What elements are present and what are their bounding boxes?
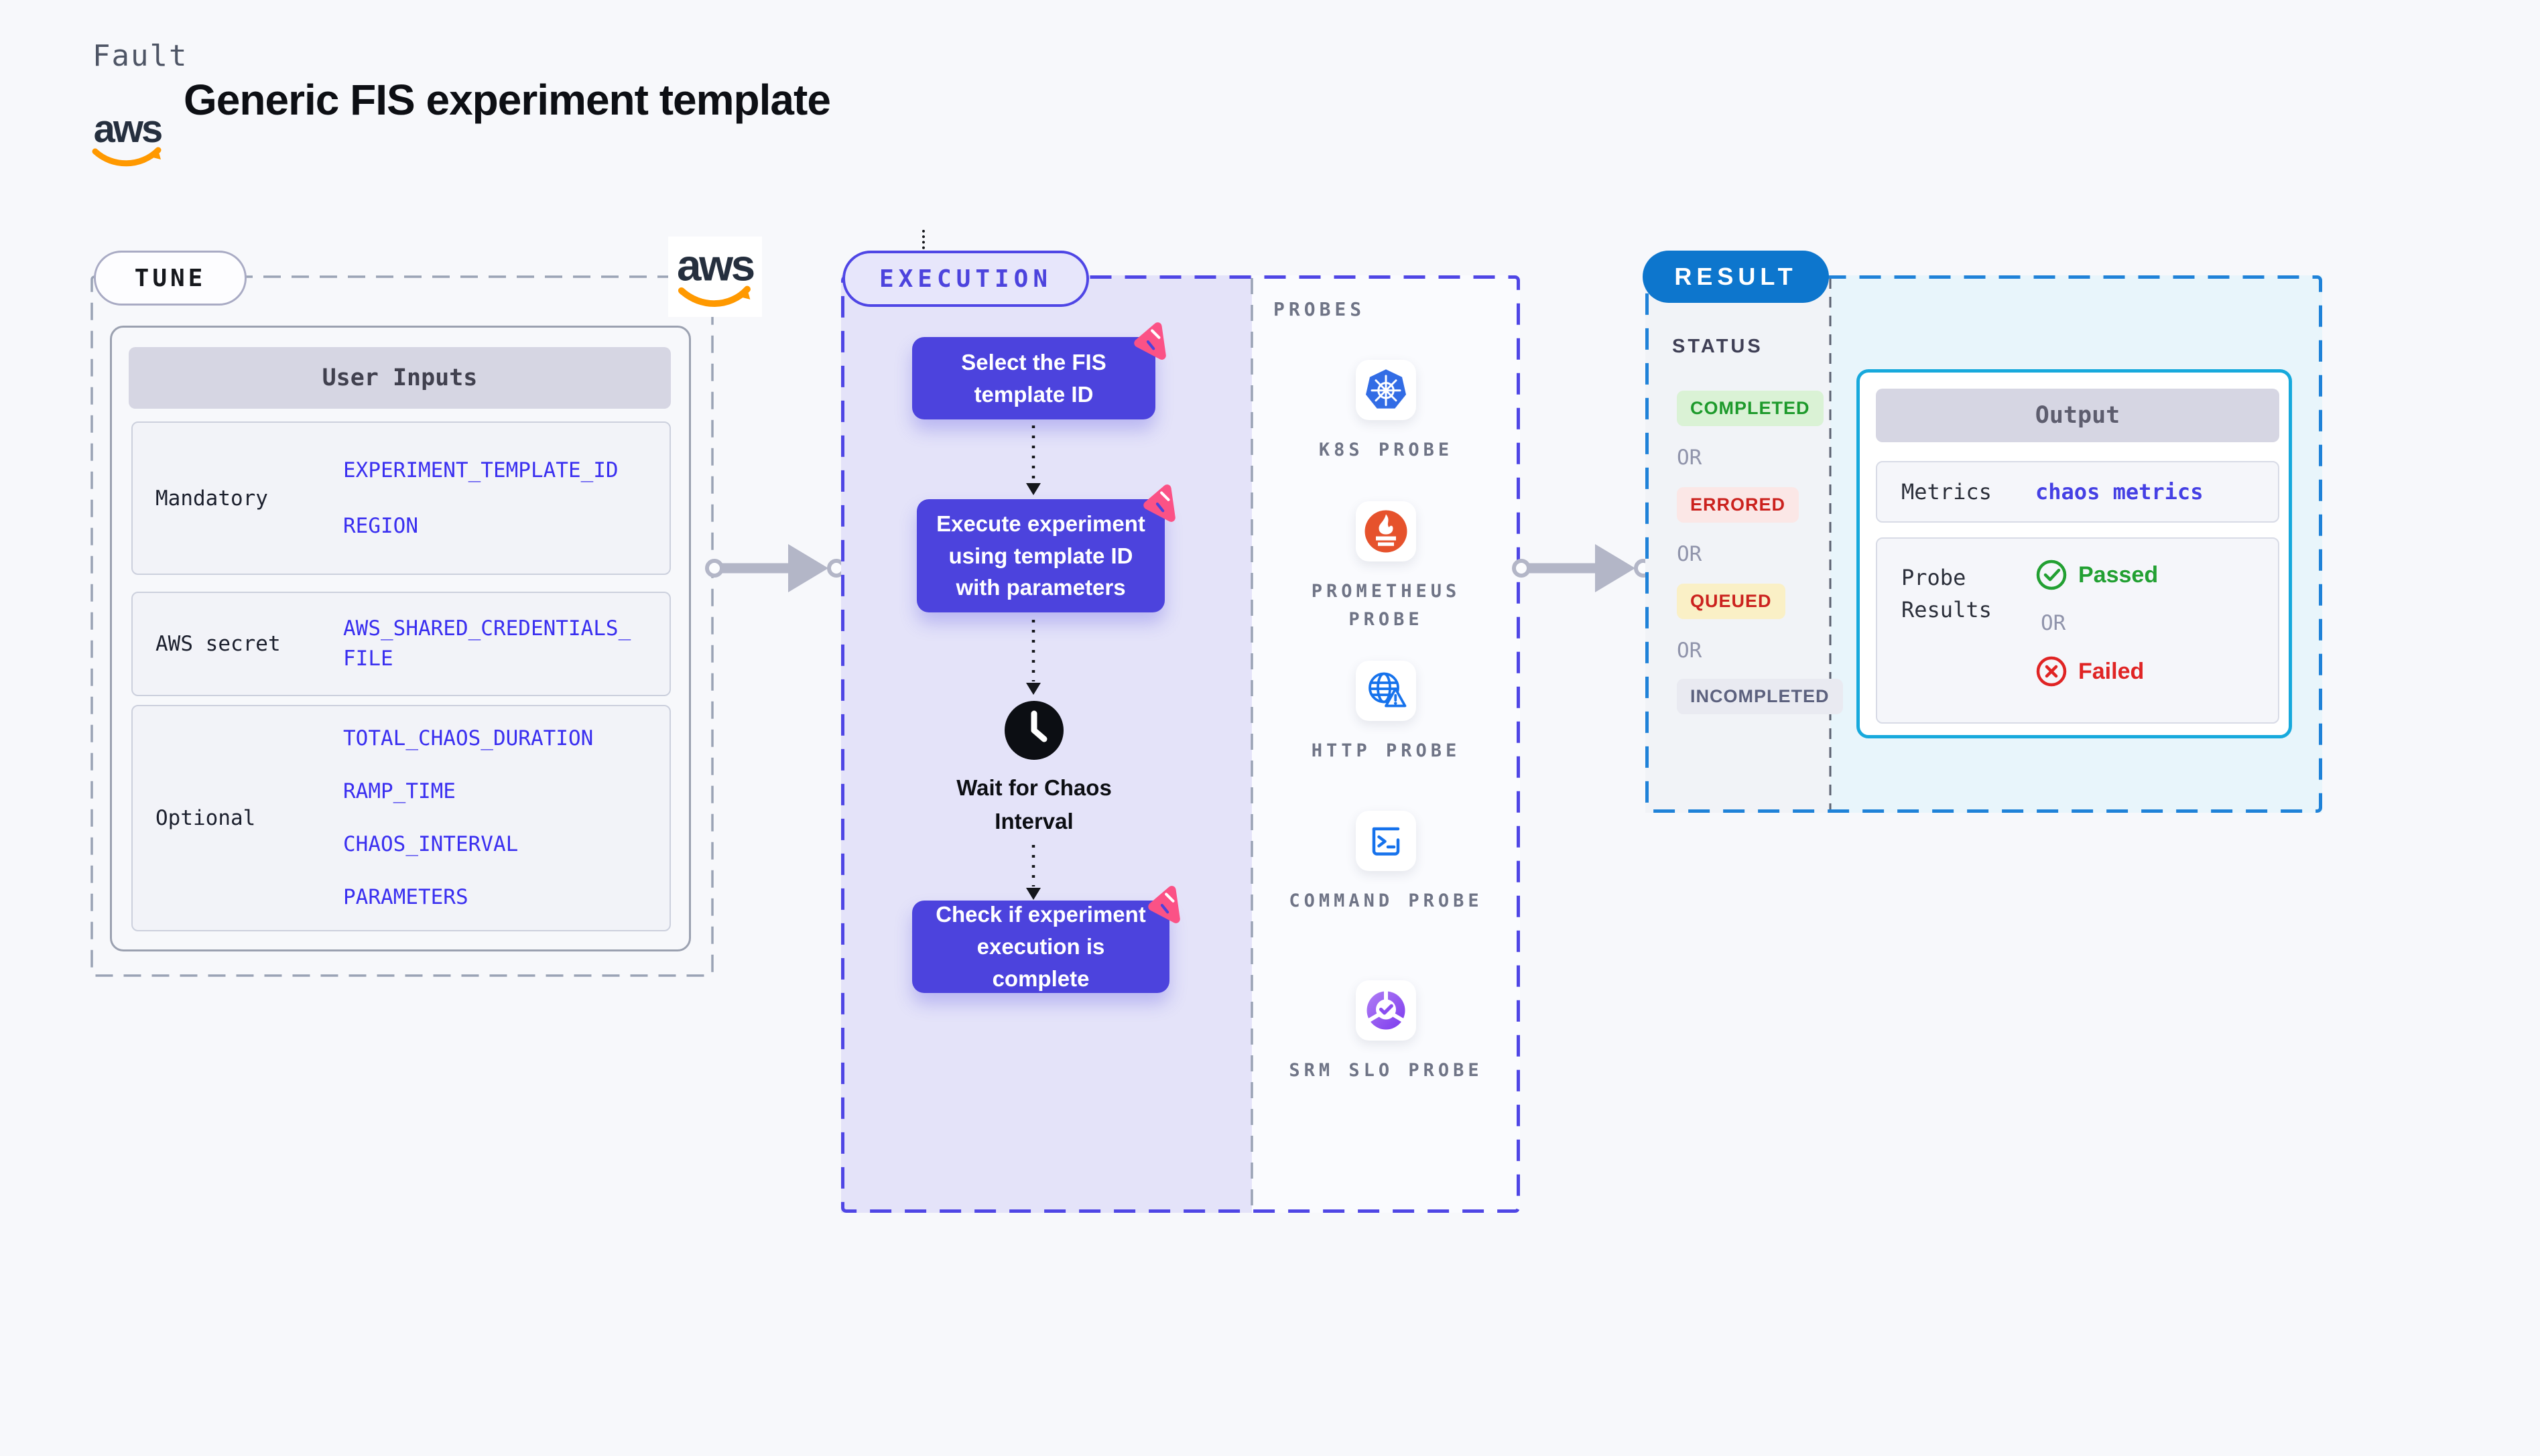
env-var: CHAOS_INTERVAL [343,832,519,856]
probe-label-http: HTTP PROBE [1311,740,1461,761]
result-badge: RESULT [1643,251,1829,303]
chaos-rocket-icon [1134,322,1166,360]
status-badge-queued: QUEUED [1677,584,1785,619]
result-dashed-border [1645,275,2322,813]
clock-icon [1005,701,1064,760]
status-badge-completed: COMPLETED [1677,391,1824,426]
passed-result: Passed [2035,559,2158,591]
arrow-tune-to-execution [705,544,846,592]
table-row-optional: Optional TOTAL_CHAOS_DURATION RAMP_TIME … [131,705,671,931]
status-badge-errored: ERRORED [1677,487,1799,523]
output-row-probe-results: Probe Results Passed OR [1876,537,2279,724]
aws-logo: aws [88,101,166,174]
probe-label-prometheus: PROMETHEUS PROBE [1311,581,1461,630]
step-check-complete: Check if experiment execution is complet… [912,886,1180,993]
or-separator: OR [1677,446,1702,470]
probe-card-prometheus [1356,501,1416,561]
user-inputs-header: User Inputs [129,347,671,409]
metrics-value: chaos metrics [2035,479,2204,505]
aws-logo-text: aws [94,107,162,151]
aws-logo-small: aws [668,237,762,317]
or-separator: OR [1677,639,1702,663]
check-circle-icon [2036,559,2067,590]
probe-card-srm-slo [1356,980,1416,1041]
x-circle-icon [2036,656,2067,687]
status-title: STATUS [1672,336,1763,357]
probe-label-srm-slo: SRM SLO PROBE [1289,1060,1483,1081]
metrics-label: Metrics [1901,479,1992,505]
row-label: Optional [155,806,256,830]
step-label: Select the FIS template ID [961,349,1106,407]
status-panel [1645,275,1830,813]
probes-title: PROBES [1273,298,1366,320]
step-label: Execute experiment using template ID wit… [936,511,1145,600]
svg-text:aws: aws [677,241,754,289]
passed-label: Passed [2078,561,2159,588]
status-badge-incompleted: INCOMPLETED [1677,679,1843,714]
step-label: Check if experiment execution is complet… [936,902,1146,991]
env-var: RAMP_TIME [343,779,456,804]
brand-label: Fault [92,39,188,73]
env-var: EXPERIMENT_TEMPLATE_ID [343,458,619,482]
kubernetes-icon [1366,369,1406,409]
output-row-metrics: Metrics chaos metrics [1876,461,2279,523]
execution-badge: EXECUTION [842,251,1089,307]
probe-card-command [1356,811,1416,871]
globe-warning-icon [1369,672,1407,708]
env-var: AWS_SHARED_CREDENTIALS_FILE [343,616,631,671]
output-card: Output Metrics chaos metrics Probe Resul… [1856,369,2292,738]
execution-dashed-border [841,275,1520,1213]
page-title: Generic FIS experiment template [184,76,831,124]
arrow-execution-to-result [1512,544,1653,592]
wait-node-label: Wait for Chaos Interval [956,775,1112,834]
step-select-template: Select the FIS template ID [912,322,1166,419]
result-section: RESULT STATUS COMPLETED OR ERRORED OR QU… [1643,251,2322,813]
output-header: Output [1876,389,2279,442]
dotted-arrow [1026,845,1041,900]
step-execute-experiment: Execute experiment using template ID wit… [917,484,1176,612]
table-row-aws-secret: AWS secret AWS_SHARED_CREDENTIALS_FILE [131,592,671,696]
row-label: Mandatory [155,486,268,511]
table-row-mandatory: Mandatory EXPERIMENT_TEMPLATE_ID REGION [131,421,671,575]
probe-label-command: COMMAND PROBE [1289,890,1483,911]
chaos-rocket-icon [1143,484,1176,522]
env-var: REGION [343,513,418,538]
probes-panel [1252,275,1520,1213]
probe-label-k8s: K8S PROBE [1318,440,1454,460]
tune-badge: TUNE [94,251,247,306]
tune-dashed-border [90,275,714,977]
slo-pie-check-icon [1367,988,1405,1030]
chaos-rocket-icon [1148,886,1180,923]
probe-card-http [1356,661,1416,721]
probe-results-label: Probe Results [1901,565,1992,622]
tune-section: TUNE aws User Inputs Mandatory EXPERIMEN… [90,237,762,977]
env-var: TOTAL_CHAOS_DURATION [343,726,594,751]
execution-section: EXECUTION Select the FIS template ID Exe… [841,251,1520,1213]
terminal-icon [1372,827,1400,856]
failed-result: Failed [2035,655,2158,687]
probe-card-k8s [1356,360,1416,420]
dotted-arrow [1026,425,1041,495]
row-label: AWS secret [155,632,281,656]
failed-label: Failed [2078,658,2145,684]
env-var: PARAMETERS [343,884,468,909]
or-separator: OR [2041,611,2066,635]
prometheus-icon [1364,510,1407,553]
user-inputs-card: User Inputs Mandatory EXPERIMENT_TEMPLAT… [110,326,691,951]
dotted-arrow [1026,620,1041,695]
or-separator: OR [1677,542,1702,566]
